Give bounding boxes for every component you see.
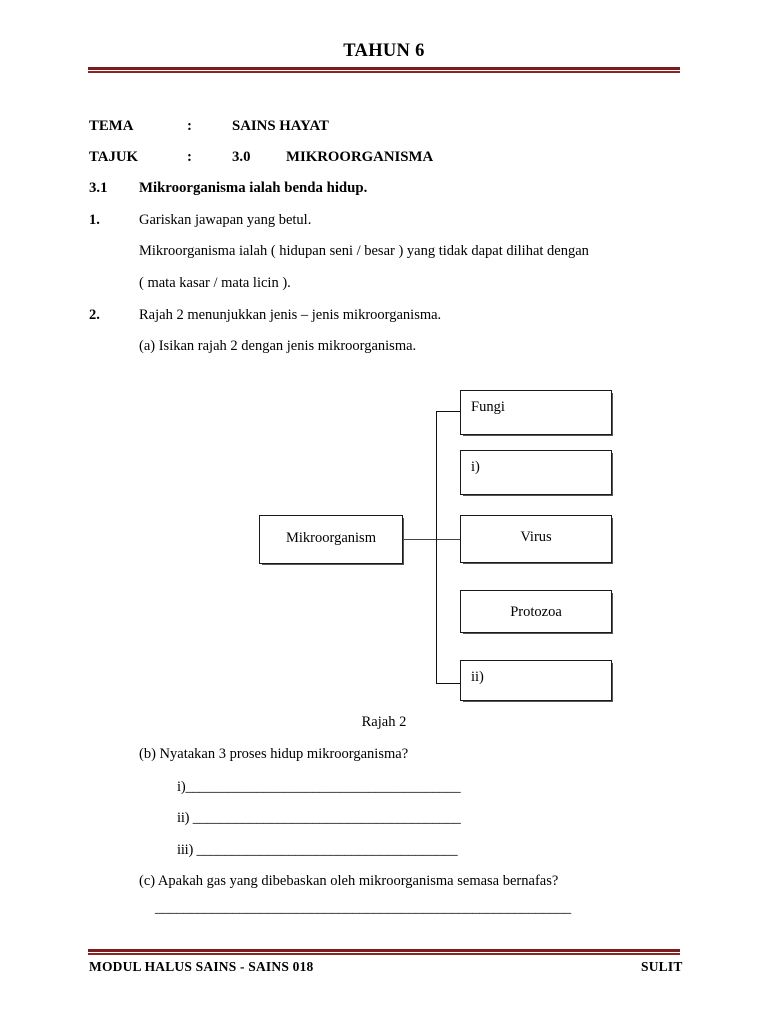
diagram-box-fungi-label: Fungi bbox=[471, 399, 505, 415]
connector-branch-fungi bbox=[436, 411, 461, 412]
diagram-box-blank-ii-label: ii) bbox=[471, 669, 484, 685]
tajuk-number: 3.0 bbox=[232, 149, 251, 165]
question-2-part-b: (b) Nyatakan 3 proses hidup mikroorganis… bbox=[139, 746, 409, 762]
tajuk-colon: : bbox=[187, 149, 192, 165]
tajuk-label: TAJUK bbox=[89, 149, 139, 165]
footer-rule-line-1 bbox=[88, 949, 680, 952]
footer-divider-rule bbox=[88, 949, 680, 956]
section-heading-text: Mikroorganisma ialah benda hidup. bbox=[139, 180, 368, 196]
header-rule-line-2 bbox=[88, 71, 680, 73]
connector-root-stub bbox=[403, 539, 463, 540]
header-divider-rule bbox=[88, 67, 680, 74]
page-title: TAHUN 6 bbox=[343, 41, 425, 61]
question-1-body-line-2: ( mata kasar / mata licin ). bbox=[139, 275, 291, 291]
question-2-number: 2. bbox=[89, 307, 100, 323]
diagram-box-blank-i-label: i) bbox=[471, 459, 480, 475]
tajuk-value: MIKROORGANISMA bbox=[286, 149, 434, 165]
header-rule-line-1 bbox=[88, 67, 680, 70]
question-2-part-c: (c) Apakah gas yang dibebaskan oleh mikr… bbox=[139, 873, 559, 889]
header-rule-gap bbox=[88, 70, 680, 71]
question-2-part-a: (a) Isikan rajah 2 dengan jenis mikroorg… bbox=[139, 338, 417, 354]
diagram-box-blank-ii[interactable]: ii) bbox=[460, 660, 612, 701]
tajuk-row: TAJUK: 3.0 MIKROORGANISMA bbox=[89, 149, 433, 166]
tema-value: SAINS HAYAT bbox=[232, 118, 329, 134]
answer-line-iii[interactable]: iii) ___________________________________… bbox=[177, 842, 458, 858]
diagram-box-root-label: Mikroorganism bbox=[286, 530, 376, 546]
question-2-prompt: Rajah 2 menunjukkan jenis – jenis mikroo… bbox=[139, 307, 442, 323]
tema-row: TEMA: SAINS HAYAT bbox=[89, 118, 329, 135]
answer-line-part-c[interactable]: ________________________________________… bbox=[155, 900, 571, 916]
diagram-box-protozoa: Protozoa bbox=[460, 590, 612, 633]
section-heading: 3.1 Mikroorganisma ialah benda hidup. bbox=[89, 180, 367, 197]
answer-line-i[interactable]: i)______________________________________… bbox=[177, 779, 461, 795]
footer-rule-line-2 bbox=[88, 953, 680, 955]
question-1-body-line-1: Mikroorganisma ialah ( hidupan seni / be… bbox=[139, 243, 589, 259]
tema-colon: : bbox=[187, 118, 192, 134]
answer-line-ii[interactable]: ii) ____________________________________… bbox=[177, 810, 461, 826]
diagram-caption: Rajah 2 bbox=[361, 714, 407, 730]
connector-trunk bbox=[436, 411, 437, 683]
question-1-number: 1. bbox=[89, 212, 100, 228]
diagram-box-virus-label: Virus bbox=[520, 529, 552, 545]
tema-label: TEMA bbox=[89, 118, 134, 134]
diagram-box-virus: Virus bbox=[460, 515, 612, 563]
diagram-box-root: Mikroorganism bbox=[259, 515, 403, 564]
footer-rule-gap bbox=[88, 952, 680, 953]
connector-branch-ii bbox=[436, 683, 461, 684]
diagram-box-protozoa-label: Protozoa bbox=[510, 604, 562, 620]
footer-right-text: SULIT bbox=[641, 959, 683, 974]
diagram-box-fungi: Fungi bbox=[460, 390, 612, 435]
footer-left-text: MODUL HALUS SAINS - SAINS 018 bbox=[89, 959, 314, 974]
question-1-prompt: Gariskan jawapan yang betul. bbox=[139, 212, 312, 228]
diagram-box-blank-i[interactable]: i) bbox=[460, 450, 612, 495]
section-number: 3.1 bbox=[89, 180, 108, 196]
